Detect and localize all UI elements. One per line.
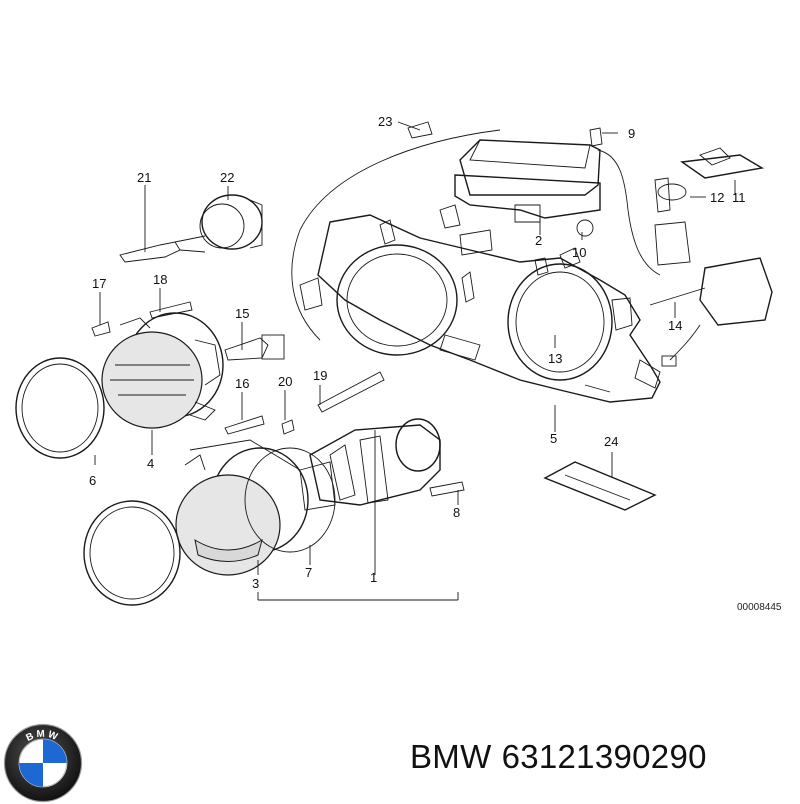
- callout-12: 12: [710, 190, 724, 205]
- brand-name: BMW: [410, 738, 492, 775]
- callout-10: 10: [572, 245, 586, 260]
- callout-17: 17: [92, 276, 106, 291]
- callout-24: 24: [604, 434, 618, 449]
- callout-18: 18: [153, 272, 167, 287]
- headlamp-part-4: [101, 312, 224, 429]
- fog-lamp-reflector-part-1: [299, 418, 441, 511]
- callout-20: 20: [278, 374, 292, 389]
- callout-5: 5: [550, 431, 557, 446]
- headlight-housing-part-5: [299, 214, 661, 403]
- diagram-code: 00008445: [737, 602, 782, 613]
- callout-2: 2: [535, 233, 542, 248]
- bulb-socket-part-22: [199, 194, 263, 250]
- label-plate-part-24: [543, 461, 657, 511]
- callout-13: 13: [548, 351, 562, 366]
- callout-15: 15: [235, 306, 249, 321]
- bmw-logo: BMW: [3, 723, 83, 803]
- bulb-part-15: [224, 334, 285, 361]
- callout-22: 22: [220, 170, 234, 185]
- callout-19: 19: [313, 368, 327, 383]
- svg-text:BMW: BMW: [24, 729, 61, 744]
- callout-7: 7: [305, 565, 312, 580]
- bulb-part-21: [119, 235, 206, 263]
- leader-lines: [94, 121, 736, 601]
- callout-16: 16: [235, 376, 249, 391]
- callout-9: 9: [628, 126, 635, 141]
- callout-1: 1: [370, 570, 377, 585]
- callout-21: 21: [137, 170, 151, 185]
- callout-4: 4: [147, 456, 154, 471]
- control-unit-part-2: [439, 139, 601, 229]
- cable-harness: [291, 129, 501, 341]
- callout-3: 3: [252, 576, 259, 591]
- part-number: 63121390290: [501, 738, 707, 775]
- fog-lamp-lens-part-3: [175, 439, 309, 576]
- callout-23: 23: [378, 114, 392, 129]
- adjuster-motor-part-14: [649, 257, 773, 367]
- callout-14: 14: [668, 318, 682, 333]
- seal-ring-part-7: [244, 447, 336, 553]
- connector-parts-11-12: [654, 147, 764, 266]
- callout-6: 6: [89, 473, 96, 488]
- callout-11: 11: [732, 190, 746, 205]
- callout-8: 8: [453, 505, 460, 520]
- small-fasteners: [91, 121, 603, 497]
- trim-rings-part-6: [15, 357, 181, 606]
